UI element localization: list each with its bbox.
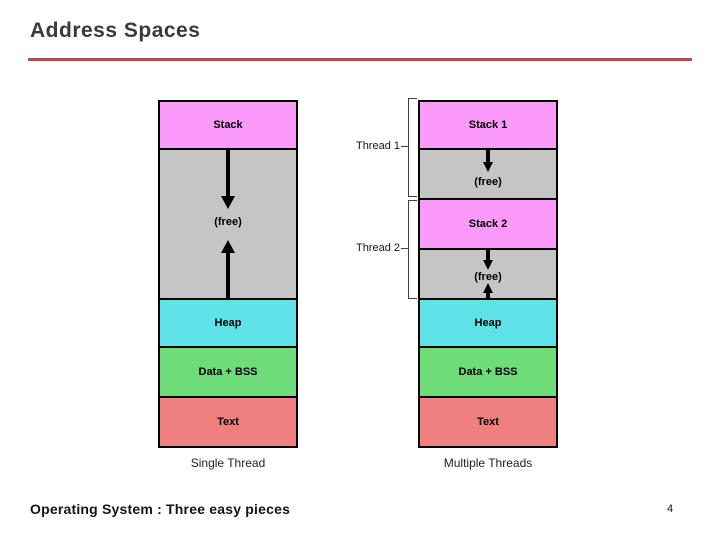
- segment-label: Data + BSS: [198, 366, 258, 378]
- segment-label: (free): [474, 176, 502, 188]
- segment-stack2: Stack 2: [418, 198, 558, 250]
- arrow-up-icon: [226, 253, 230, 298]
- segment-stack1: Stack 1: [418, 100, 558, 150]
- segment-data-bss: Data + BSS: [418, 346, 558, 398]
- arrow-up-icon: [483, 283, 493, 293]
- segment-label: Heap: [214, 317, 242, 329]
- multiple-threads-caption: Multiple Threads: [443, 456, 533, 470]
- segment-label: Data + BSS: [458, 366, 518, 378]
- segment-heap: Heap: [158, 298, 298, 348]
- single-thread-diagram: Stack (free) Heap Data + BSS Text: [158, 100, 298, 448]
- segment-label: Stack 2: [468, 218, 508, 230]
- single-thread-caption: Single Thread: [190, 456, 266, 470]
- thread1-bracket: [408, 98, 417, 197]
- segment-text: Text: [158, 396, 298, 448]
- thread2-bracket: [408, 200, 417, 299]
- segment-label: (free): [214, 216, 242, 228]
- segment-text: Text: [418, 396, 558, 448]
- arrow-up-icon: [221, 240, 235, 253]
- segment-label: Text: [477, 416, 499, 428]
- segment-label: Text: [217, 416, 239, 428]
- multiple-threads-diagram: Stack 1 (free) Stack 2 (free) Heap Data …: [418, 100, 558, 448]
- arrow-down-icon: [486, 150, 490, 162]
- segment-free: (free): [158, 148, 298, 300]
- segment-free2: (free): [418, 248, 558, 300]
- arrow-up-icon: [486, 293, 490, 298]
- segment-label: Stack 1: [468, 119, 508, 131]
- footer-text: Operating System : Three easy pieces: [30, 501, 291, 517]
- segment-free1: (free): [418, 148, 558, 200]
- arrow-down-icon: [226, 150, 230, 196]
- title-underline: [28, 58, 692, 61]
- segment-data-bss: Data + BSS: [158, 346, 298, 398]
- thread1-label: Thread 1: [355, 140, 400, 152]
- segment-label: Heap: [474, 317, 502, 329]
- thread2-label: Thread 2: [355, 242, 400, 254]
- page-title: Address Spaces: [30, 19, 201, 42]
- arrow-down-icon: [221, 196, 235, 209]
- segment-label: Stack: [213, 119, 243, 131]
- thread1-bracket-tick: [401, 146, 408, 147]
- segment-label: (free): [474, 271, 502, 283]
- arrow-down-icon: [483, 162, 493, 172]
- arrow-down-icon: [486, 250, 490, 260]
- page-number: 4: [666, 503, 674, 515]
- arrow-down-icon: [483, 260, 493, 270]
- thread2-bracket-tick: [401, 248, 408, 249]
- segment-heap: Heap: [418, 298, 558, 348]
- segment-stack: Stack: [158, 100, 298, 150]
